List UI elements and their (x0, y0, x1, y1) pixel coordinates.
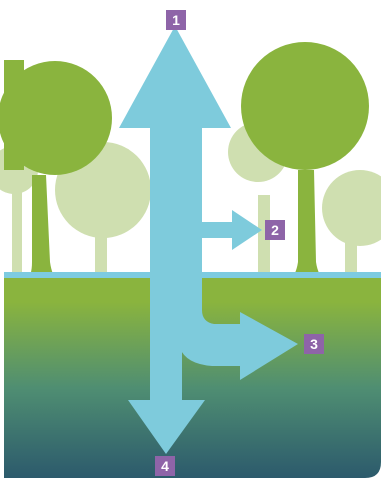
arrow-up (119, 26, 231, 200)
arrow-down (128, 200, 205, 454)
marker-2-label: 2 (271, 222, 279, 238)
marker-4: 4 (155, 456, 175, 476)
marker-1: 1 (166, 10, 186, 30)
dark-tree-left (0, 60, 112, 282)
arrow-right-below-ground (180, 280, 298, 380)
dark-tree-right (241, 42, 369, 282)
ground (4, 278, 381, 478)
marker-1-label: 1 (172, 12, 180, 28)
arrow-right-above-ground (200, 210, 262, 250)
marker-4-label: 4 (161, 458, 169, 474)
light-tree-right (322, 170, 381, 275)
flow-arrows (119, 26, 298, 454)
marker-3: 3 (304, 334, 324, 354)
marker-2: 2 (265, 220, 285, 240)
marker-3-label: 3 (310, 336, 318, 352)
foreground-trees (0, 42, 369, 282)
